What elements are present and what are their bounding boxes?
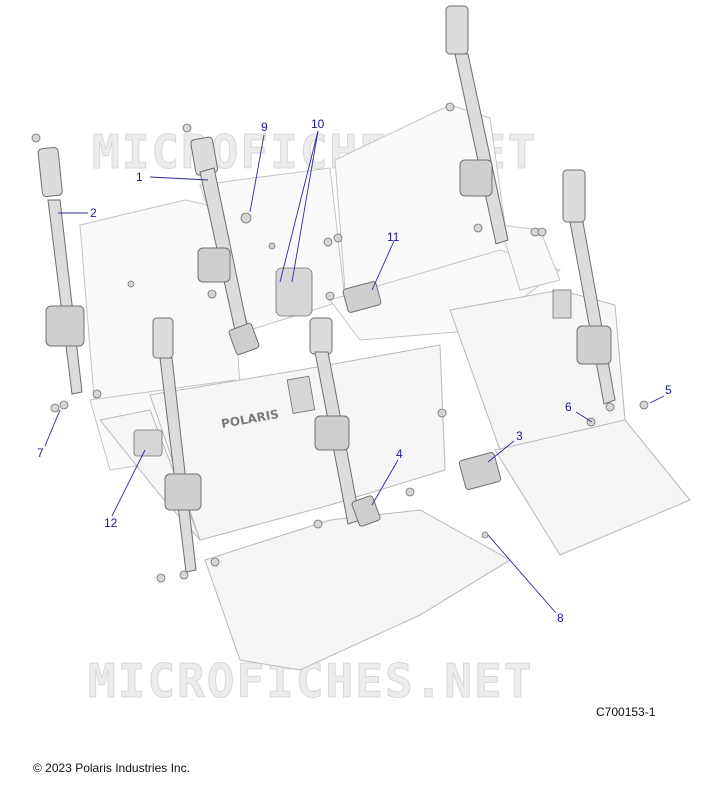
- callout-7: 7: [37, 446, 44, 460]
- belt-front-left: [152, 317, 202, 573]
- callout-1: 1: [136, 170, 143, 184]
- callout-6: 6: [565, 400, 572, 414]
- callout-8: 8: [557, 611, 564, 625]
- belt-rear-center: [190, 136, 251, 345]
- callout-labels: 1 2 3 4 5 6 7 8 9 10 11 12: [37, 117, 672, 625]
- callout-5: 5: [665, 383, 672, 397]
- belt-front-right: [562, 169, 616, 405]
- callout-9: 9: [261, 120, 268, 134]
- callout-3: 3: [516, 429, 523, 443]
- callout-12: 12: [104, 516, 118, 530]
- callout-10: 10: [311, 117, 325, 131]
- callout-2: 2: [90, 206, 97, 220]
- copyright-notice: © 2023 Polaris Industries Inc.: [33, 761, 190, 775]
- belt-rear-right: [445, 5, 509, 245]
- hardware: [31, 102, 649, 583]
- belt-front-center: [309, 317, 361, 525]
- callout-4: 4: [396, 447, 403, 461]
- leader-lines: [44, 130, 665, 614]
- callout-11: 11: [387, 230, 400, 244]
- figure-code: C700153-1: [596, 705, 656, 719]
- belt-rear-left: [37, 146, 85, 395]
